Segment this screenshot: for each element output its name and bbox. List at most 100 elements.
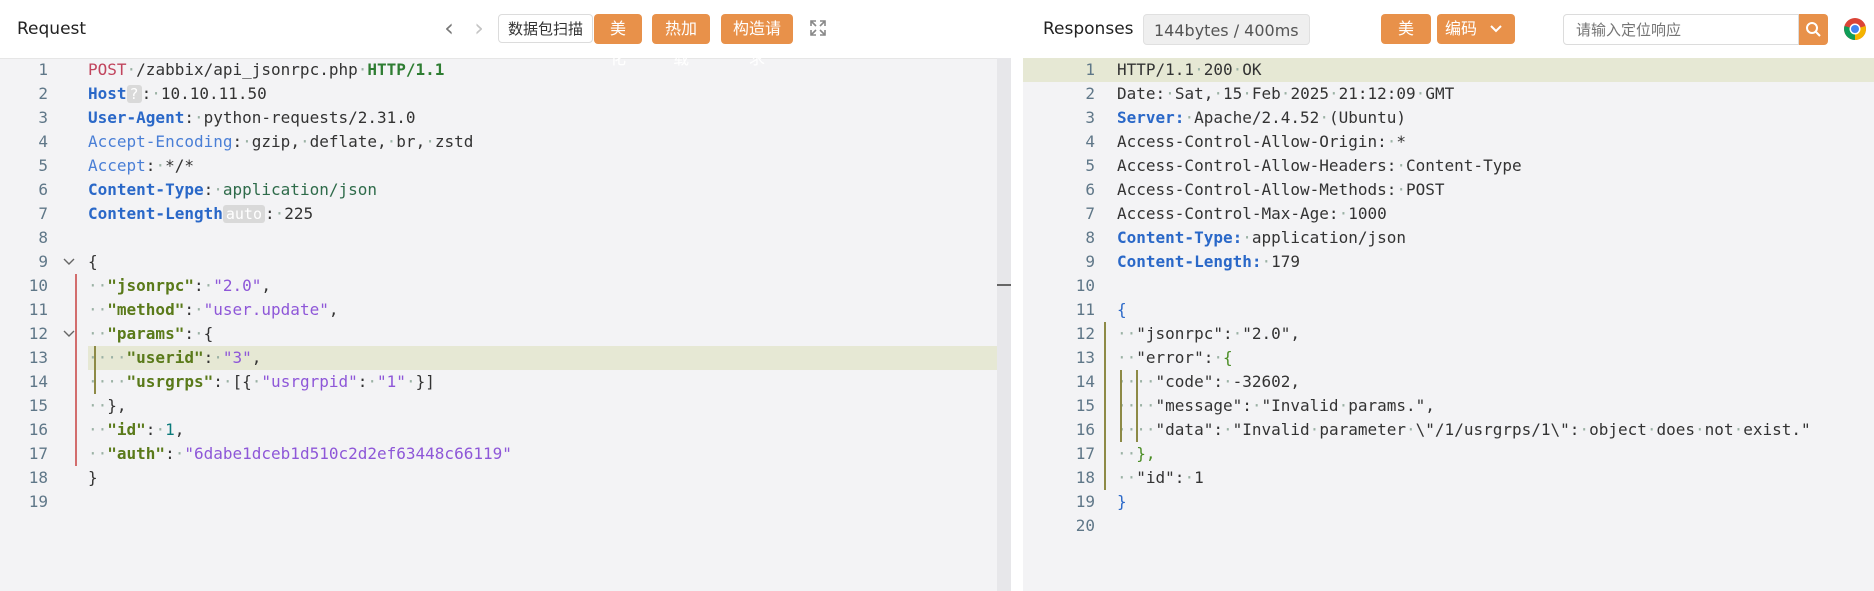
response-line[interactable]: 4 Access-Control-Allow-Origin:·*	[1023, 130, 1874, 154]
fold-arrow-icon[interactable]	[62, 327, 76, 341]
token: }]	[415, 372, 435, 391]
line-text: Access-Control-Allow-Origin:·*	[1117, 130, 1406, 154]
request-line[interactable]: 10··"jsonrpc":·"2.0",	[0, 274, 1011, 298]
token: },	[1136, 444, 1156, 463]
token: params.",	[1348, 396, 1435, 415]
token: ,	[174, 420, 185, 439]
token: Host	[88, 84, 127, 103]
chrome-icon[interactable]	[1843, 17, 1867, 41]
request-line[interactable]: 8	[0, 226, 1011, 250]
response-line[interactable]: 13··"error":·{	[1023, 346, 1874, 370]
line-number: 12	[1075, 324, 1095, 343]
line-number: 4	[38, 132, 48, 151]
whitespace-marker: ·	[1319, 108, 1329, 127]
response-line[interactable]: 18··"id":·1	[1023, 466, 1874, 490]
request-header: Request ‹ › 数据包扫描 美化 热加载 构造请求	[0, 0, 1011, 68]
line-text: {	[1117, 298, 1127, 322]
response-line[interactable]: 20	[1023, 514, 1874, 538]
whitespace-marker: ··	[88, 324, 108, 343]
request-scrollbar[interactable]	[997, 58, 1011, 591]
token: (Ubuntu)	[1328, 108, 1407, 127]
response-line[interactable]: 17··},	[1023, 442, 1874, 466]
whitespace-marker: ·	[1232, 60, 1243, 79]
token: br,	[396, 132, 426, 151]
request-line[interactable]: 17··"auth":·"6dabe1dceb1d510c2d2ef63448c…	[0, 442, 1011, 466]
response-line[interactable]: 12··"jsonrpc":·"2.0",	[1023, 322, 1874, 346]
token: :	[232, 132, 243, 151]
line-number: 11	[1075, 300, 1095, 319]
token: 2025	[1290, 84, 1329, 103]
line-text: Content-Type:·application/json	[88, 178, 377, 202]
request-line[interactable]: 9{	[0, 250, 1011, 274]
line-number: 8	[38, 228, 48, 247]
indent-guide	[1104, 322, 1106, 490]
request-line[interactable]: 19	[0, 490, 1011, 514]
pane-divider[interactable]	[1011, 0, 1023, 591]
expand-icon[interactable]	[808, 18, 828, 38]
encoding-dropdown[interactable]: 编码	[1437, 14, 1515, 44]
response-line[interactable]: 10	[1023, 274, 1874, 298]
token: exist."	[1743, 420, 1811, 439]
whitespace-marker: ·	[1222, 372, 1233, 391]
chevron-right-icon[interactable]: ›	[474, 14, 484, 42]
fold-arrow-icon[interactable]	[62, 255, 76, 269]
token: 1	[1194, 468, 1204, 487]
whitespace-marker: ·	[251, 372, 262, 391]
line-number: 10	[1075, 276, 1095, 295]
response-line[interactable]: 19}	[1023, 490, 1874, 514]
line-number: 7	[1085, 204, 1095, 223]
locate-response-input[interactable]	[1563, 14, 1799, 45]
token: 200	[1203, 60, 1233, 79]
indent-guide	[75, 274, 77, 466]
chevron-left-icon[interactable]: ‹	[444, 14, 454, 42]
request-line[interactable]: 15··},	[0, 394, 1011, 418]
response-line[interactable]: 15····"message":·"Invalid·params.",	[1023, 394, 1874, 418]
response-line[interactable]: 14····"code":·-32602,	[1023, 370, 1874, 394]
hot-load-button[interactable]: 热加载	[652, 14, 710, 68]
token: :	[357, 372, 368, 391]
request-line[interactable]: 12··"params":·{	[0, 322, 1011, 346]
line-number: 16	[1075, 420, 1095, 439]
token: application/json	[1251, 228, 1406, 247]
whitespace-marker: ·	[1194, 60, 1204, 79]
token: "jsonrpc"	[107, 276, 194, 295]
token: :	[193, 276, 204, 295]
whitespace-marker: ··	[1117, 444, 1137, 463]
request-line[interactable]: 16··"id":·1,	[0, 418, 1011, 442]
response-line[interactable]: 11 {	[1023, 298, 1874, 322]
build-request-button[interactable]: 构造请求	[721, 14, 793, 68]
token: "6dabe1dceb1d510c2d2ef63448c66119"	[184, 444, 512, 463]
line-text: HTTP/1.1·200·OK	[1117, 58, 1262, 82]
search-button[interactable]	[1799, 14, 1828, 45]
request-line[interactable]: 11··"method":·"user.update",	[0, 298, 1011, 322]
token: -32602,	[1232, 372, 1301, 391]
response-size-time-badge: 144bytes / 400ms	[1143, 14, 1310, 45]
token: Server:	[1117, 108, 1185, 127]
beautify-button[interactable]: 美化	[594, 14, 642, 68]
packet-scan-button[interactable]: 数据包扫描	[498, 14, 594, 43]
request-line[interactable]: 14····"usrgrps":·[{·"usrgrpid":·"1"·}]	[0, 370, 1011, 394]
response-beautify-button[interactable]: 美化	[1381, 14, 1431, 68]
request-line[interactable]: 13····"userid":·"3",	[0, 346, 1011, 370]
response-line[interactable]: 16····"data":·"Invalid·parameter·\"/1/us…	[1023, 418, 1874, 442]
line-number: 4	[1085, 132, 1095, 151]
request-line[interactable]: 18}	[0, 466, 1011, 490]
